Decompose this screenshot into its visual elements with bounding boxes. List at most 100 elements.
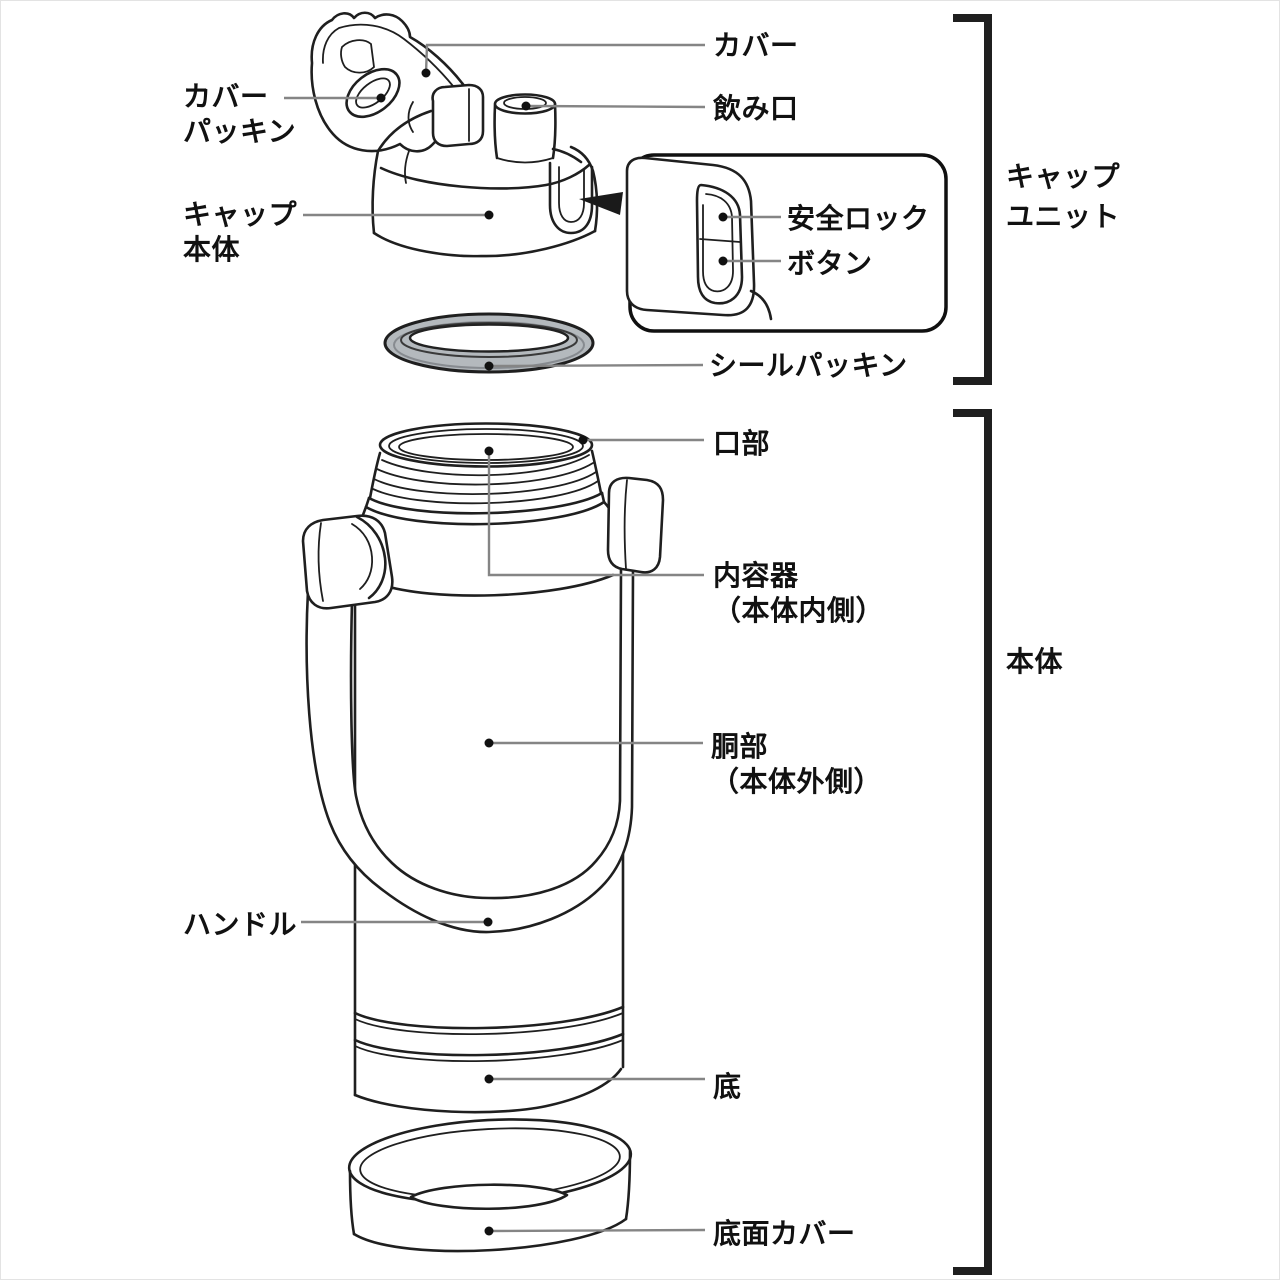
spout-bottom xyxy=(496,157,554,164)
main-body-label: 本体 xyxy=(1006,646,1064,677)
lock-recess-inner xyxy=(558,166,585,223)
band-line xyxy=(353,1005,625,1030)
bottom-label: 底 xyxy=(713,1071,742,1102)
seal-packing-hole xyxy=(408,323,570,353)
cover-packing-label-line1: カバー xyxy=(183,81,269,112)
lock-piece-pill-inner xyxy=(702,193,734,293)
handle-left-pivot-inner xyxy=(317,522,324,602)
bottom-cover-right-wall xyxy=(624,1149,632,1221)
neck-left-edge xyxy=(368,451,382,500)
neck-collar-right xyxy=(600,491,606,504)
seal-packing-label: シールパッキン xyxy=(709,350,908,381)
cap-unit-label-line1: キャップ xyxy=(1006,161,1121,192)
inner-container-label-line2: （本体内側） xyxy=(713,595,885,626)
mouth-label: 口部 xyxy=(713,428,771,459)
bottom-cover-leader-line xyxy=(488,1228,706,1233)
hinge-block xyxy=(431,83,485,148)
inner-container-label-line1: 内容器 xyxy=(713,560,799,591)
handle-leader-dot xyxy=(483,917,493,927)
lock-piece-divider xyxy=(699,238,741,243)
seal-packing-drawing xyxy=(383,312,595,374)
spout-leader-line xyxy=(527,104,706,109)
handle-right-pivot-inner xyxy=(623,479,628,570)
mouth-rim-outer xyxy=(378,422,594,468)
neck-collar-lower xyxy=(364,500,606,526)
cover-leader-line xyxy=(424,43,705,74)
cap-top-right xyxy=(551,147,583,164)
cap-front-detail xyxy=(404,150,410,184)
cap-bottom-arc xyxy=(372,229,597,258)
bottom-cover-drawing xyxy=(347,1118,633,1253)
thread-line xyxy=(376,462,594,486)
inner-container-leader-dot xyxy=(484,446,494,456)
handle-right-pivot xyxy=(606,476,665,574)
handle-left-boss-inner xyxy=(351,523,373,590)
button-leader-dot xyxy=(718,256,728,266)
cover-inner-contour xyxy=(322,23,454,87)
cap-unit-label: キャップ ユニット xyxy=(1006,157,1120,237)
seal-packing-leader-line xyxy=(488,363,704,368)
main-body-bracket xyxy=(953,409,992,1275)
thread-line xyxy=(381,454,590,477)
safety-lock-label: 安全ロック xyxy=(787,203,930,234)
lock-recess-outer xyxy=(548,161,594,235)
cap-body-leader-dot xyxy=(484,210,494,220)
band-line xyxy=(353,1032,625,1057)
seal-packing-leader-dot xyxy=(484,361,494,371)
band-line xyxy=(354,1039,624,1063)
cover-packing-leader-dot xyxy=(376,93,386,103)
cap-front-curve xyxy=(379,163,591,190)
lock-piece-pill xyxy=(695,183,744,305)
hinge-curl xyxy=(407,101,414,133)
handle-drawing xyxy=(301,476,665,934)
inner-container-label: 内容器 （本体内側） xyxy=(713,558,884,628)
outer-body-label-line1: 胴部 xyxy=(711,731,769,762)
cover-label: カバー xyxy=(713,30,799,61)
bottom-leader-dot xyxy=(484,1074,494,1084)
mouth-rim-inner2 xyxy=(398,433,574,461)
cap-unit-bracket xyxy=(953,14,992,385)
lock-button-callout xyxy=(625,153,948,333)
outer-body-leader-dot xyxy=(484,738,494,748)
bottom-cover-leader-dot xyxy=(484,1226,494,1236)
spout-label: 飲み口 xyxy=(713,93,799,124)
cap-unit-label-line2: ユニット xyxy=(1006,201,1121,232)
handle-label: ハンドル xyxy=(183,909,298,940)
outer-body-label: 胴部 （本体外側） xyxy=(711,729,882,799)
cap-left-edge xyxy=(371,149,380,235)
spout-leader-dot xyxy=(521,101,531,111)
cover-inner-detail xyxy=(340,39,375,74)
seal-packing-rim-line xyxy=(400,322,578,358)
bottom-cover-left-wall xyxy=(348,1169,356,1236)
lock-piece-foot xyxy=(749,289,773,321)
cap-body-label: キャップ 本体 xyxy=(183,197,297,267)
bottom-cover-label: 底面カバー xyxy=(713,1218,856,1249)
mouth-rim-inner xyxy=(388,428,584,464)
cover-leader-dot xyxy=(421,68,431,78)
cover-outline xyxy=(310,11,472,153)
cap-body-drawing xyxy=(371,109,623,258)
spout-side-right xyxy=(551,102,557,160)
band-line xyxy=(354,1012,624,1036)
leader-lines xyxy=(284,43,781,1236)
lock-pointer-wedge xyxy=(579,192,623,215)
handle-left-boss xyxy=(355,515,387,600)
inner-container-leader-line xyxy=(487,451,704,577)
cap-top-left xyxy=(376,109,433,153)
shoulder-inner-curve xyxy=(377,573,615,597)
spout-side-left xyxy=(493,103,499,160)
cap-body-label-line2: 本体 xyxy=(183,234,241,265)
button-label: ボタン xyxy=(787,248,873,279)
mouth-leader-dot xyxy=(578,435,588,445)
cover-packing-ring xyxy=(345,67,401,119)
handle-left-pivot xyxy=(301,514,394,610)
body-bottom-arc xyxy=(353,1067,623,1114)
neck-right-edge xyxy=(590,449,603,495)
cover-packing-label-line2: パッキン xyxy=(183,116,297,147)
cap-body-label-line1: キャップ xyxy=(183,199,298,230)
outer-body-label-line2: （本体外側） xyxy=(711,766,883,797)
safety-lock-leader-dot xyxy=(718,212,728,222)
bottom-cover-floor xyxy=(409,1183,569,1211)
